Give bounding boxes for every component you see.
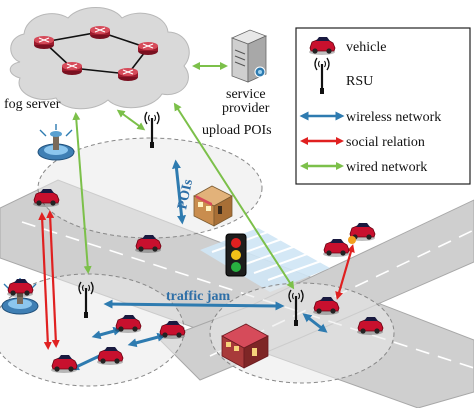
traffic-jam-label: traffic jam (166, 289, 230, 304)
wireless-link-pois (172, 159, 186, 225)
wireless-link-right-car (302, 313, 328, 333)
social-link-right (335, 244, 355, 300)
car-icon (322, 238, 350, 258)
upload-pois-label: upload POIs (202, 123, 272, 138)
legend-wired-label: wired network (346, 160, 427, 175)
wireless-link-rsu-car-c (127, 332, 167, 348)
wired-link-fog-rsu-left (72, 112, 92, 274)
server-icon (230, 29, 268, 83)
restaurant-building-icon (221, 323, 269, 369)
wireless-link-rsu-car-b (91, 326, 123, 340)
wired-links (72, 62, 295, 290)
wired-link-fog-rsu-top (116, 109, 146, 131)
service-provider-label-line2: provider (222, 101, 270, 116)
cloud-icon (9, 7, 190, 110)
legend-wireless-label: wireless network (346, 110, 441, 125)
shop-building-icon (193, 185, 233, 227)
car-icon (6, 278, 34, 298)
landmark-tower-icon (37, 124, 75, 161)
legend-vehicle-label: vehicle (346, 40, 386, 55)
fog-cloud (9, 7, 190, 110)
legend-social-label: social relation (346, 135, 425, 150)
traffic-light-icon (225, 233, 247, 277)
social-links (38, 210, 355, 350)
wired-link-fog-rsu-right (173, 102, 295, 290)
social-link-left-b (46, 210, 60, 348)
legend: vehicle RSU wireless network social rela… (295, 27, 471, 185)
service-provider-label-line1: service (226, 87, 266, 102)
router-icon (117, 67, 139, 82)
wireless-link-traffic-jam (103, 299, 285, 311)
router-icon (89, 25, 111, 40)
warning-dot-icon (348, 236, 356, 244)
legend-rsu-label: RSU (346, 74, 373, 89)
router-icon (33, 35, 55, 50)
router-icon (61, 61, 83, 76)
fog-server-label: fog server (4, 97, 61, 112)
pois-label: POIs (175, 177, 196, 210)
vehicles (6, 188, 384, 374)
router-icon (137, 41, 159, 56)
